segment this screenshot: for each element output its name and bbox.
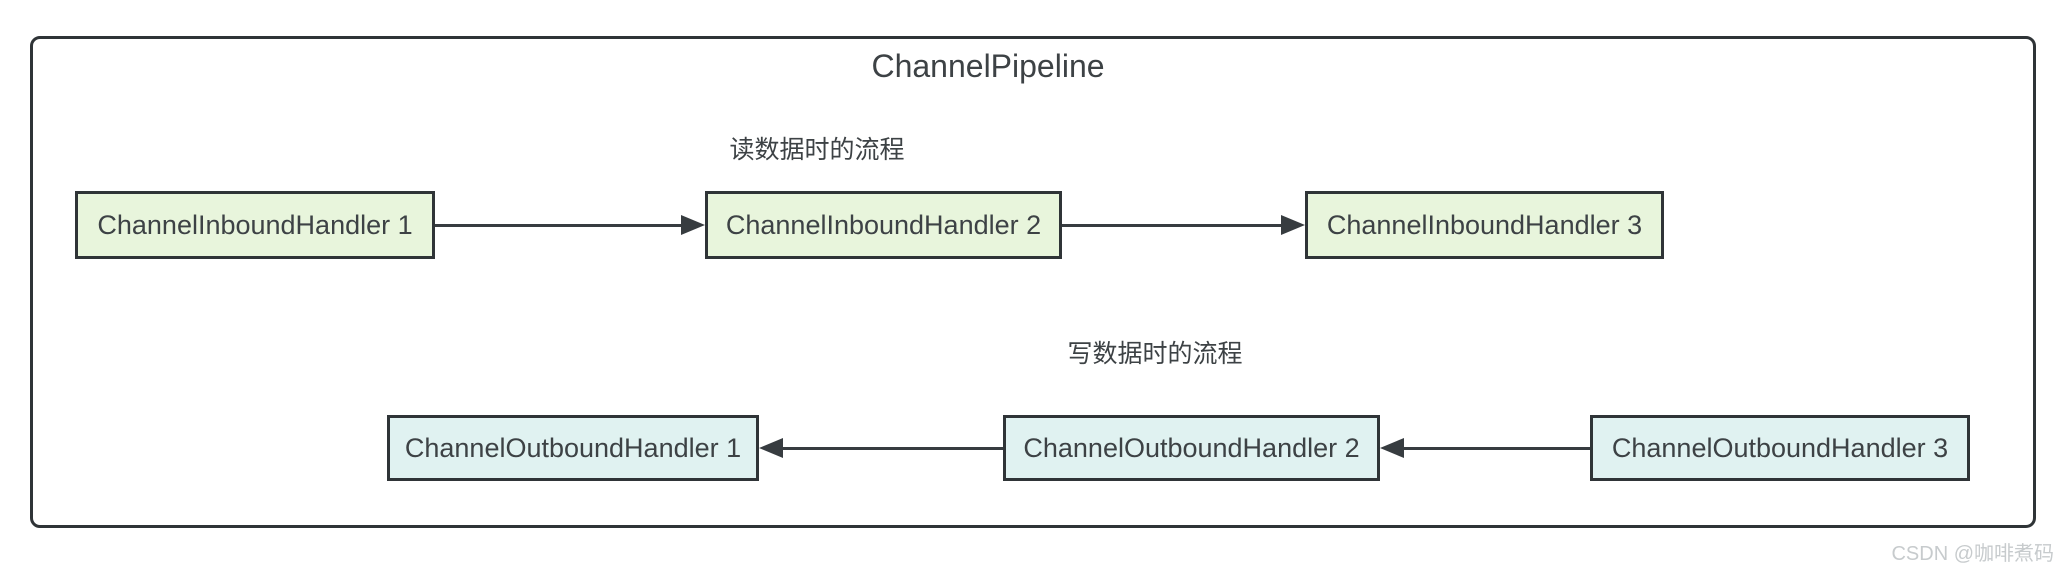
- arrowhead-right-icon: [1281, 215, 1305, 235]
- write-flow-label: 写数据时的流程: [1067, 340, 1243, 368]
- outbound-handler-1-box: ChannelOutboundHandler 1: [387, 415, 759, 481]
- arrow-shaft: [1404, 446, 1590, 450]
- arrow-inbound-1-to-2: [435, 214, 705, 236]
- arrow-shaft: [435, 223, 681, 227]
- arrow-outbound-2-to-1: [759, 437, 1003, 459]
- arrowhead-right-icon: [681, 215, 705, 235]
- csdn-watermark: CSDN @咖啡煮码: [1891, 543, 2054, 565]
- arrow-inbound-2-to-3: [1062, 214, 1305, 236]
- arrowhead-left-icon: [759, 438, 783, 458]
- arrowhead-left-icon: [1380, 438, 1404, 458]
- inbound-handler-3-box: ChannelInboundHandler 3: [1305, 191, 1664, 259]
- inbound-handler-2-box: ChannelInboundHandler 2: [705, 191, 1062, 259]
- read-flow-label: 读数据时的流程: [729, 136, 905, 164]
- arrow-outbound-3-to-2: [1380, 437, 1590, 459]
- outbound-handler-3-box: ChannelOutboundHandler 3: [1590, 415, 1970, 481]
- outbound-handler-2-box: ChannelOutboundHandler 2: [1003, 415, 1380, 481]
- diagram-title: ChannelPipeline: [871, 48, 1105, 84]
- arrow-shaft: [783, 446, 1003, 450]
- inbound-handler-1-box: ChannelInboundHandler 1: [75, 191, 435, 259]
- arrow-shaft: [1062, 223, 1281, 227]
